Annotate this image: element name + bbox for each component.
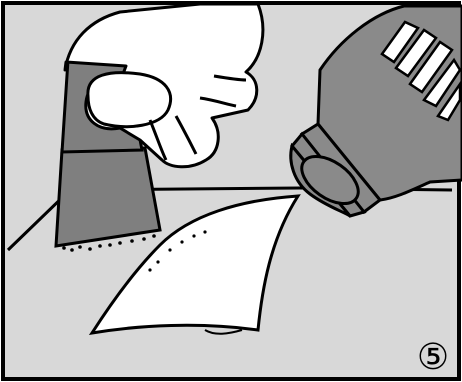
step-number-label: ⑤ (413, 340, 453, 376)
